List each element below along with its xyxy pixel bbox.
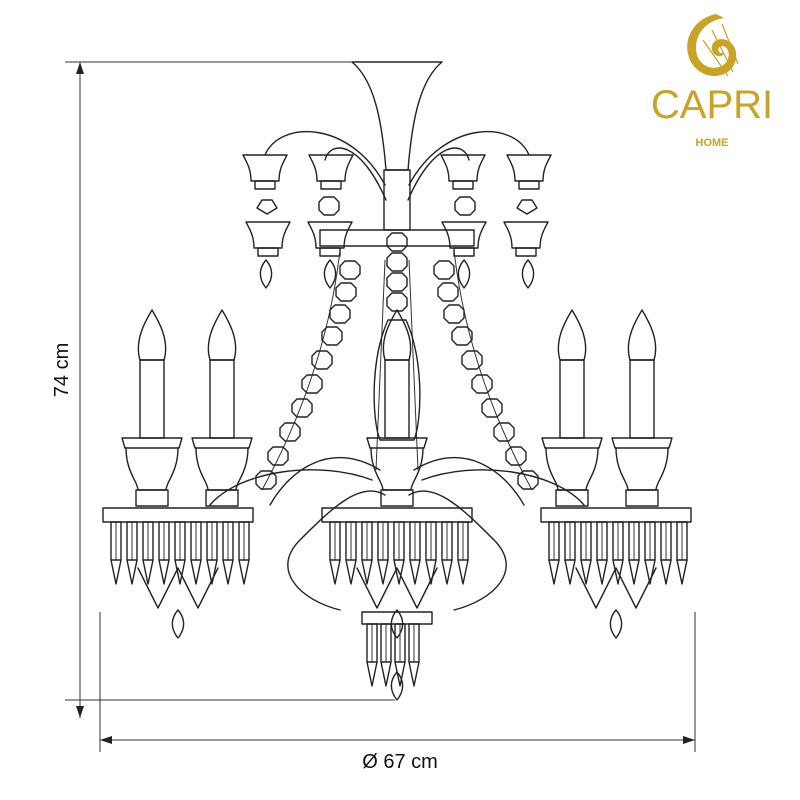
width-dimension: Ø 67 cm	[99, 612, 696, 773]
candles	[121, 309, 673, 507]
lower-arms	[209, 457, 585, 611]
central-vase	[373, 319, 421, 441]
diameter-label: Ø 67 cm	[362, 751, 438, 773]
arrow-left-icon	[100, 736, 112, 744]
brand-logo: CAPRI HOME	[651, 14, 773, 149]
upper-arm-left-outer	[264, 130, 386, 186]
arrow-up-icon	[76, 62, 84, 74]
chandelier	[103, 61, 691, 701]
shell-icon	[687, 14, 739, 77]
arrow-right-icon	[683, 736, 695, 744]
upper-arm-right-outer	[408, 130, 530, 186]
brand-name: CAPRI	[651, 83, 773, 127]
upper-stem	[383, 169, 411, 231]
crystal-clusters	[103, 508, 691, 701]
middle-ring	[319, 229, 475, 247]
upper-bells	[242, 154, 552, 216]
height-dimension: 74 cm	[51, 61, 395, 718]
height-label: 74 cm	[51, 343, 73, 397]
brand-sub: HOME	[696, 137, 729, 149]
middle-bells	[245, 221, 549, 289]
arrow-down-icon	[76, 706, 84, 718]
upper-arm-left-inner	[324, 147, 387, 201]
canopy	[351, 61, 443, 171]
bead-swags	[255, 249, 539, 491]
upper-arm-right-inner	[407, 147, 470, 201]
central-beads	[375, 232, 419, 471]
